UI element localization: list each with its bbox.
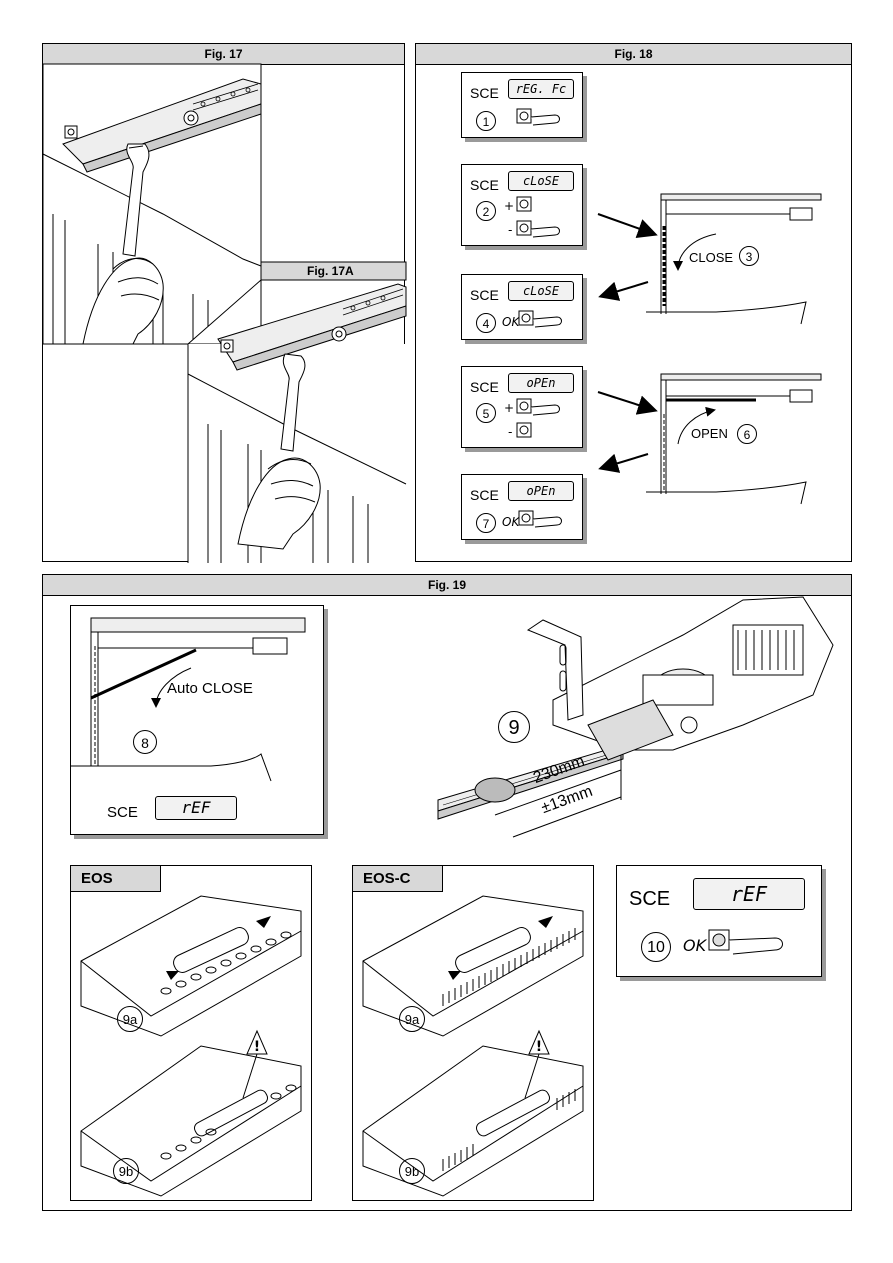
sce-label: SCE [107, 804, 138, 821]
motor-unit-illustration [437, 596, 834, 838]
fig18-step4-card: SCE cLoSE 4 OK [461, 274, 583, 340]
display-readout: oPEn [508, 373, 574, 393]
sub-step-9a: 9a [117, 1006, 143, 1032]
fig17-illustration [42, 63, 407, 563]
ok-label: OK [502, 515, 520, 529]
eosc-card: EOS-C [352, 865, 594, 1201]
button-press-icon [708, 929, 783, 955]
step-number: 5 [476, 403, 496, 423]
display-readout: rEF [693, 878, 805, 910]
close-label: CLOSE [689, 250, 734, 265]
sce-label: SCE [470, 85, 499, 101]
sub-step-9b: 9b [113, 1158, 139, 1184]
eos-card: EOS ! 9a 9b [70, 865, 312, 1201]
sce-label: SCE [470, 287, 499, 303]
fig18-door-diagrams [597, 193, 822, 505]
fig19-autoclose-card: Auto CLOSE 8 SCE rEF [70, 605, 324, 835]
button-press-icon [516, 108, 560, 126]
display-readout: rEG. Fc [508, 79, 574, 99]
plus-sign: + [504, 199, 515, 213]
step-number: 2 [476, 201, 496, 221]
fig18-step2-card: SCE cLoSE 2 + - [461, 164, 583, 246]
fig17-panel: Fig. 17 [42, 43, 407, 563]
auto-close-label: Auto CLOSE [167, 680, 253, 697]
step-number: 4 [476, 313, 496, 333]
ok-label: OK [502, 315, 520, 329]
open-step-number: 6 [737, 424, 757, 444]
step10-number: 10 [641, 932, 671, 962]
sub-step-9b: 9b [399, 1158, 425, 1184]
fig19-title: Fig. 19 [43, 575, 851, 596]
minus-sign: - [508, 223, 513, 237]
fig18-step7-card: SCE oPEn 7 OK [461, 474, 583, 540]
fig19-step10-card: SCE rEF 10 OK [616, 865, 822, 977]
eosc-tag: EOS-C [353, 866, 443, 892]
button-press-icon [518, 510, 562, 528]
eos-tag: EOS [71, 866, 161, 892]
display-readout: cLoSE [508, 171, 574, 191]
fig18-title: Fig. 18 [416, 44, 851, 65]
display-readout: rEF [155, 796, 237, 820]
sce-label: SCE [470, 379, 499, 395]
eos-rail-illustrations: ! [80, 895, 302, 1197]
button-icons [516, 196, 560, 238]
fig18-step1-card: SCE rEG. Fc 1 [461, 72, 583, 138]
autoclose-door-diagram [71, 617, 306, 782]
svg-text:!: ! [254, 1039, 260, 1055]
step-number: 1 [476, 111, 496, 131]
close-step-number: 3 [739, 246, 759, 266]
display-readout: cLoSE [508, 281, 574, 301]
svg-text:!: ! [536, 1039, 542, 1055]
display-readout: oPEn [508, 481, 574, 501]
fig18-step5-card: SCE oPEn 5 + - [461, 366, 583, 448]
eosc-rail-illustrations: ! [362, 895, 584, 1197]
sub-step-9a: 9a [399, 1006, 425, 1032]
ok-label: OK [683, 936, 707, 955]
sce-label: SCE [470, 487, 499, 503]
minus-sign: - [508, 425, 513, 439]
sce-label: SCE [629, 888, 671, 910]
fig19-panel: Fig. 19 Auto CLOSE 8 SCE rEF [42, 574, 852, 1211]
fig18-panel: Fig. 18 SCE rEG. Fc 1 SCE cLoSE 2 + - SC… [415, 43, 852, 562]
plus-sign: + [504, 401, 515, 415]
fig17a-title: Fig. 17A [307, 264, 354, 278]
button-press-icon [518, 310, 562, 328]
button-icons [516, 398, 560, 438]
step-number: 7 [476, 513, 496, 533]
auto-step-number: 8 [133, 730, 157, 754]
step9-number: 9 [498, 711, 530, 743]
open-label: OPEN [691, 426, 728, 441]
sce-label: SCE [470, 177, 499, 193]
